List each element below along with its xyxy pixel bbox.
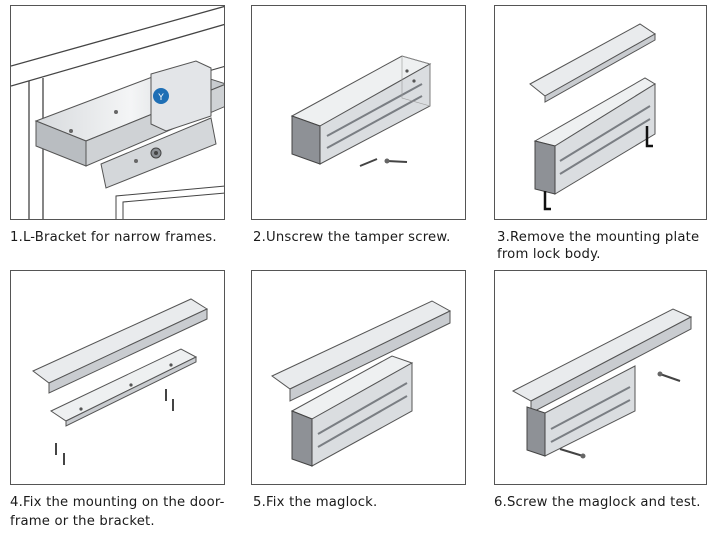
step-4-caption-line2: frame or the bracket.	[10, 514, 155, 529]
step-5-illustration	[271, 300, 452, 467]
step-1-illustration: Y	[11, 6, 224, 219]
step-6-panel	[494, 270, 707, 485]
step-2-caption: 2.Unscrew the tamper screw.	[253, 230, 451, 245]
step-4-panel	[10, 270, 225, 485]
screw-icon	[559, 371, 681, 459]
l-bracket	[32, 298, 209, 384]
logo-icon	[153, 88, 169, 104]
cable-icon	[543, 191, 551, 211]
step-5-panel	[251, 270, 466, 485]
step-1-caption: 1.L-Bracket for narrow frames.	[10, 230, 217, 245]
step-2-panel	[251, 5, 466, 220]
maglock-end	[291, 115, 321, 165]
maglock-body	[150, 60, 212, 132]
step-3-caption-line2: from lock body.	[497, 247, 601, 262]
step-5-caption: 5.Fix the maglock.	[253, 495, 378, 510]
step-3-panel	[494, 5, 707, 220]
screw-icon	[359, 158, 408, 167]
step-6-illustration	[511, 308, 693, 459]
step-4-illustration	[32, 298, 209, 465]
step-4-caption-line1: 4.Fix the mounting on the door-	[10, 495, 225, 510]
screw-icon	[55, 389, 174, 465]
step-3-illustration	[529, 23, 656, 211]
step-2-illustration	[290, 55, 432, 167]
step-6-caption: 6.Screw the maglock and test.	[494, 495, 701, 510]
svg-text:Y: Y	[157, 93, 164, 103]
step-1-panel: Y	[10, 5, 225, 220]
step-3-caption-line1: 3.Remove the mounting plate	[497, 230, 700, 245]
